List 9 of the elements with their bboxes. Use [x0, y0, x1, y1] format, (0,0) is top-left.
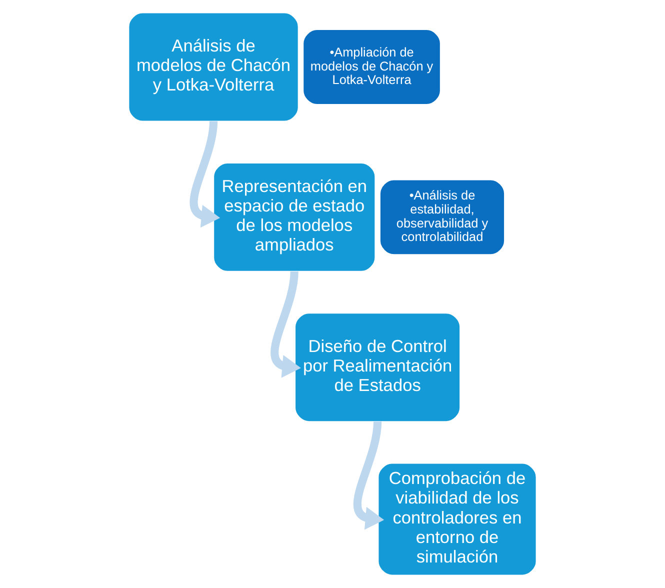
node-box: •Análisis de estabilidad, observabilidad y controlabilidad [379, 179, 506, 256]
node-box: Diseño de Control por Realimentación de Estados [294, 312, 461, 422]
arrow [270, 271, 301, 378]
node-box: •Ampliación de modelos de Chacón y Lotka-Volterra [302, 28, 442, 106]
arrow [190, 121, 220, 228]
arrow [354, 421, 384, 530]
node-box: Comprobación de viabilidad de los controladores en entorno de simulación [378, 462, 537, 576]
node-box: Análisis de modelos de Chacón y Lotka-Volterra [128, 12, 299, 122]
node-box: Representación en espacio de estado de los modelos ampliados [212, 162, 376, 272]
